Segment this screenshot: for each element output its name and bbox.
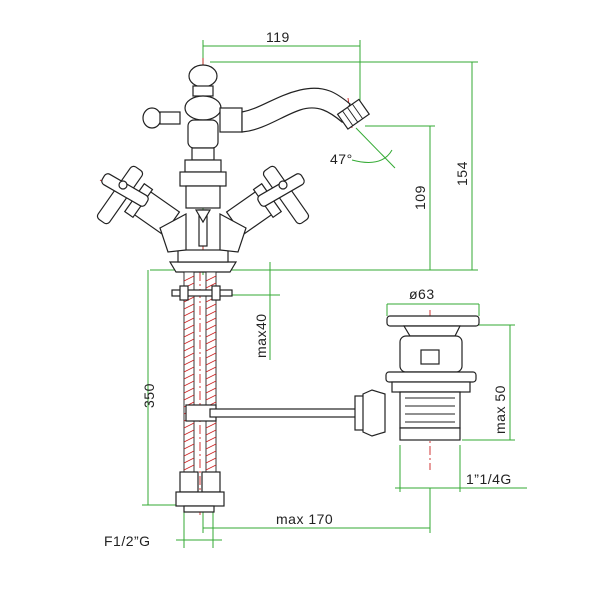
hose-hatch-line [205,324,217,331]
hose-hatch-line [183,450,195,457]
label-spout-reach: 119 [266,29,290,45]
label-supply-thread: F1/2”G [104,533,151,549]
hose-hatch-line [183,359,195,366]
hose-hatch-line [183,464,195,471]
hose-hatch-line [205,450,217,457]
flexible-hoses [171,271,233,513]
right-cross-handle [219,165,310,253]
label-spout-height: 109 [412,185,428,210]
mixer-body [142,64,371,273]
hose-hatch-line [205,345,217,352]
hose-hatch-line [183,457,195,464]
pop-up-rod [209,389,386,437]
label-max-deck: max40 [253,313,269,358]
pop-up-waste [385,315,480,441]
hose-hatch-line [205,373,217,380]
hose-hatch-line [205,359,217,366]
hose-hatch-line [183,394,195,401]
hose-hatch-line [183,338,195,345]
hose-hatch-line [205,429,217,436]
hose-hatch-line [183,303,195,310]
dimension-labels: 119 154 109 47° ø63 max40 350 max 50 1”1… [104,29,512,549]
hose-hatch-line [205,331,217,338]
hose-hatch-line [205,464,217,471]
label-waste-thread: 1”1/4G [466,471,512,487]
hose-hatch-line [205,310,217,317]
hose-hatch-line [205,275,217,282]
hose-hatch-line [205,422,217,429]
hose-hatch-line [183,331,195,338]
hose-hatch-line [205,317,217,324]
label-overall-height: 154 [454,161,470,186]
hose-hatch-line [205,436,217,443]
hose-hatch-line [183,373,195,380]
hose-hatch-line [205,352,217,359]
label-spout-angle: 47° [330,151,353,167]
label-hose-length: 350 [141,383,157,408]
hose-hatch-line [205,303,217,310]
left-cross-handle [96,165,187,253]
hose-hatch-line [183,443,195,450]
hose-hatch-line [205,394,217,401]
hose-hatch-line [205,338,217,345]
hose-hatch-line [183,310,195,317]
label-waste-diameter: ø63 [409,286,435,302]
hose-hatch-line [183,352,195,359]
hose-hatch-line [183,296,195,303]
hose-hatch-line [205,366,217,373]
hose-hatch-line [205,380,217,387]
hose-hatch-line [183,366,195,373]
hose-hatch-line [183,345,195,352]
label-waste-max-height: max 50 [492,385,508,434]
label-max-distance: max 170 [276,511,333,527]
hose-hatch-line [205,282,217,289]
hose-hatch-line [183,387,195,394]
hose-hatch-line [183,429,195,436]
hose-hatch-line [205,457,217,464]
hose-hatch-line [183,275,195,282]
hose-hatch-line [205,387,217,394]
hose-hatch-line [183,380,195,387]
hose-hatch-line [183,317,195,324]
hose-hatch-line [183,324,195,331]
hose-hatch-line [183,436,195,443]
hose-hatch-line [205,443,217,450]
hose-hatch-line [183,422,195,429]
